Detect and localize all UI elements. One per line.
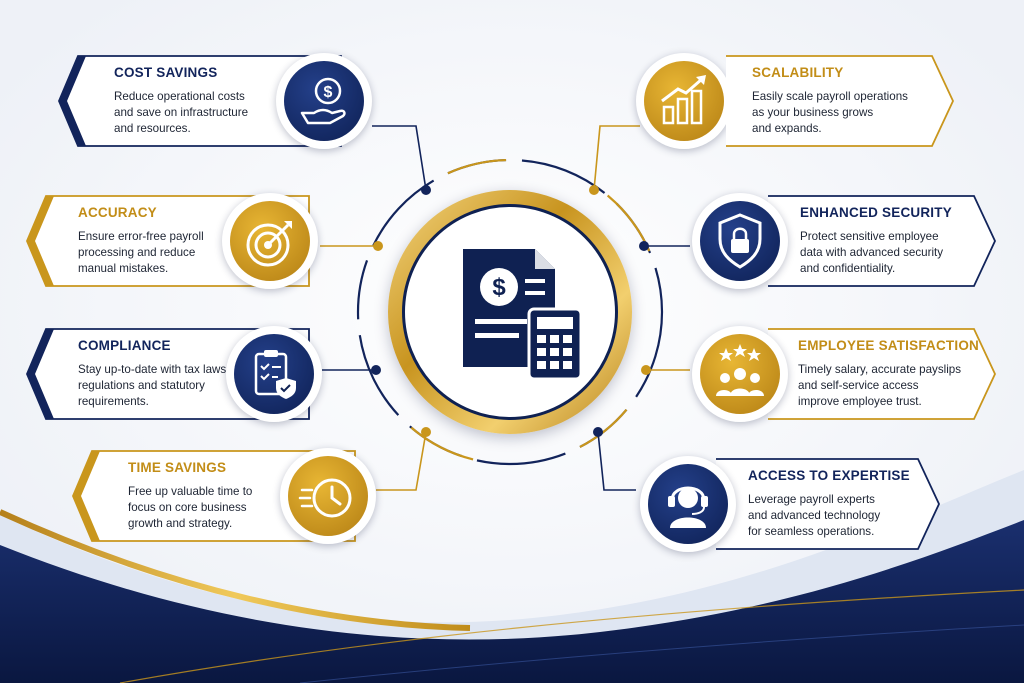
card-title: COMPLIANCE: [78, 338, 171, 353]
headset-agent-icon: [668, 486, 708, 528]
badge-cost-savings: $: [276, 53, 372, 149]
shield-lock-icon: [718, 213, 762, 269]
hand-coin-icon: $: [300, 77, 346, 125]
card-frame: [716, 458, 940, 550]
card-line: and save on infrastructure: [114, 106, 249, 119]
card-line: Free up valuable time to: [128, 485, 253, 498]
card-line: Stay up-to-date with tax laws,: [78, 363, 230, 376]
wave-gold-stripe: [0, 509, 471, 631]
card-line: Ensure error-free payroll: [78, 230, 204, 243]
card-title: ACCURACY: [78, 205, 157, 220]
card-cost-savings: COST SAVINGS Reduce operational costs an…: [56, 53, 356, 149]
badge-employee-satisfaction: [692, 326, 788, 422]
card-frame: [726, 55, 954, 147]
card-title: TIME SAVINGS: [128, 460, 227, 475]
card-line: and self-service access: [798, 379, 919, 392]
badge-enhanced-security: [692, 193, 788, 289]
badge-accuracy: [222, 193, 318, 289]
badge-access-to-expertise: [640, 456, 736, 552]
badge-scalability: [636, 53, 732, 149]
card-line: regulations and statutory: [78, 379, 205, 392]
card-line: for seamless operations.: [748, 525, 875, 538]
card-line: requirements.: [78, 395, 149, 408]
card-scalability: SCALABILITY Easily scale payroll operati…: [650, 53, 954, 149]
card-line: and expands.: [752, 122, 822, 135]
connector-dots: [371, 185, 651, 437]
card-line: Reduce operational costs: [114, 90, 245, 103]
badge-compliance: [226, 326, 322, 422]
card-line: growth and strategy.: [128, 517, 233, 530]
card-line: focus on core business: [128, 501, 247, 514]
team-stars-icon: [716, 344, 764, 396]
target-icon: [246, 221, 292, 267]
card-line: and confidentiality.: [800, 262, 896, 275]
card-title: COST SAVINGS: [114, 65, 218, 80]
card-line: manual mistakes.: [78, 262, 169, 275]
card-frame: [768, 328, 996, 420]
badge-time-savings: [280, 448, 376, 544]
card-line: Leverage payroll experts: [748, 493, 875, 506]
card-line: and advanced technology: [748, 509, 881, 522]
central-hub: $: [388, 190, 632, 434]
card-frame: [58, 55, 342, 147]
svg-text:$: $: [492, 274, 506, 301]
growth-chart-icon: [661, 75, 706, 125]
card-frame: [768, 195, 996, 287]
wave-gold-line: [119, 589, 1024, 683]
card-employee-satisfaction: EMPLOYEE SATISFACTION Timely salary, acc…: [692, 326, 996, 422]
payroll-document-calculator-icon: $: [463, 249, 583, 381]
fast-clock-icon: [298, 478, 352, 518]
card-line: as your business grows: [752, 106, 874, 119]
card-line: Timely salary, accurate payslips: [798, 363, 962, 376]
card-line: Easily scale payroll operations: [752, 90, 908, 103]
svg-text:$: $: [324, 84, 333, 101]
card-enhanced-security: ENHANCED SECURITY Protect sensitive empl…: [692, 193, 996, 289]
card-line: and resources.: [114, 122, 191, 135]
card-title: ENHANCED SECURITY: [800, 205, 952, 220]
card-line: processing and reduce: [78, 246, 196, 259]
wave-blue-line: [299, 624, 1024, 683]
card-access-to-expertise: ACCESS TO EXPERTISE Leverage payroll exp…: [640, 456, 940, 552]
card-line: improve employee trust.: [798, 395, 922, 408]
card-line: Protect sensitive employee: [800, 230, 939, 243]
card-title: SCALABILITY: [752, 65, 844, 80]
card-line: data with advanced security: [800, 246, 944, 259]
outer-ring: [356, 158, 664, 466]
card-title: ACCESS TO EXPERTISE: [748, 468, 910, 483]
connectors: [320, 125, 690, 491]
hub-inner: $: [402, 204, 618, 420]
wave-navy: [0, 520, 1024, 683]
card-title: EMPLOYEE SATISFACTION: [798, 338, 979, 353]
clipboard-shield-icon: [254, 350, 296, 399]
